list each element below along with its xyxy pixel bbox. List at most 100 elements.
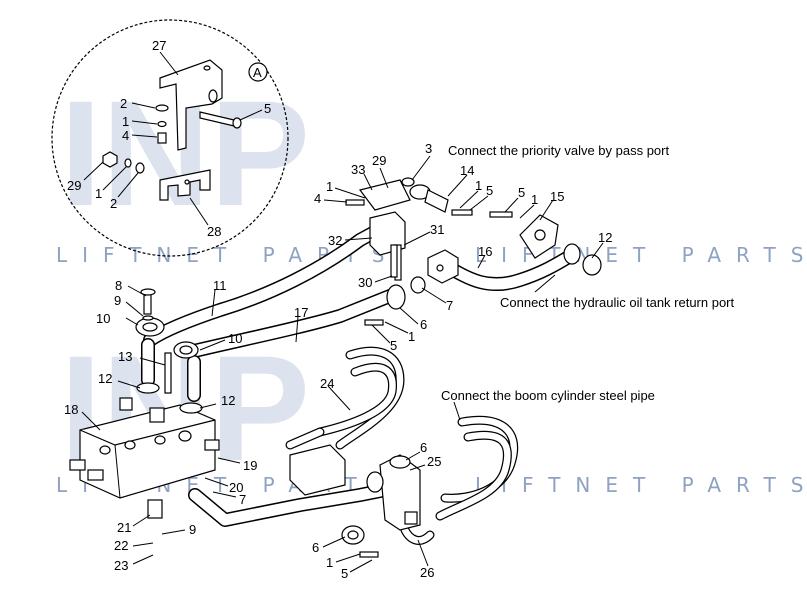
label-18: 18 bbox=[64, 402, 78, 417]
hose-boom bbox=[435, 415, 519, 521]
label-10: 10 bbox=[96, 311, 110, 326]
note-boom-cylinder: Connect the boom cylinder steel pipe bbox=[441, 388, 655, 403]
detail-marker-circle bbox=[248, 62, 268, 82]
label-29: 29 bbox=[372, 153, 386, 168]
leader-5a bbox=[239, 109, 263, 121]
label-3: 3 bbox=[425, 141, 432, 156]
block-16 bbox=[427, 249, 459, 284]
part-number-labels: 27 2 1 4 5 29 1 2 28 3 33 29 1 4 14 1 5 … bbox=[64, 38, 612, 581]
fitting-14 bbox=[401, 177, 449, 213]
label-4: 4 bbox=[122, 128, 129, 143]
bracket-32 bbox=[358, 179, 411, 281]
watermark-line-4: LIFTNET PARTS bbox=[475, 473, 807, 497]
bracket-hole bbox=[203, 65, 211, 71]
label-2: 2 bbox=[120, 96, 127, 111]
leader-1a bbox=[131, 120, 158, 125]
bolt-5-head bbox=[232, 117, 242, 129]
label-30: 30 bbox=[358, 275, 372, 290]
label-12: 12 bbox=[221, 393, 235, 408]
label-12: 12 bbox=[98, 371, 112, 386]
label-6: 6 bbox=[312, 540, 319, 555]
label-5: 5 bbox=[486, 183, 493, 198]
bracket-27 bbox=[159, 59, 223, 151]
washer-9a bbox=[142, 315, 154, 321]
washer-2-detail bbox=[135, 162, 145, 174]
hose-24 bbox=[315, 346, 405, 450]
bolt-8-head bbox=[140, 288, 156, 296]
leader-2a bbox=[131, 102, 156, 109]
washer-2 bbox=[155, 104, 169, 112]
flange-15 bbox=[519, 214, 602, 276]
detail-marker-label: A bbox=[253, 65, 262, 80]
label-32: 32 bbox=[328, 233, 342, 248]
hose-26 bbox=[400, 525, 435, 545]
label-28: 28 bbox=[207, 224, 221, 239]
label-16: 16 bbox=[478, 244, 492, 259]
watermark-line-2: LIFTNET PARTS bbox=[475, 243, 807, 267]
nut-29 bbox=[102, 151, 118, 168]
flange-6c bbox=[341, 525, 379, 558]
label-1: 1 bbox=[531, 192, 538, 207]
label-12: 12 bbox=[598, 230, 612, 245]
hose-link bbox=[285, 427, 325, 450]
leader-1b bbox=[102, 166, 127, 191]
leader-4a bbox=[131, 134, 158, 138]
fittings-bolts bbox=[345, 199, 513, 326]
label-1: 1 bbox=[326, 555, 333, 570]
pipe-17 bbox=[183, 287, 402, 359]
bracket-boss bbox=[208, 89, 218, 103]
control-valve-18 bbox=[69, 397, 220, 519]
label-26: 26 bbox=[420, 565, 434, 580]
label-1: 1 bbox=[326, 179, 333, 194]
label-5: 5 bbox=[341, 566, 348, 581]
label-14: 14 bbox=[460, 163, 474, 178]
leader-28 bbox=[189, 197, 209, 226]
label-11: 11 bbox=[213, 278, 227, 293]
clamp-28 bbox=[159, 169, 211, 201]
clamp-hole bbox=[184, 179, 190, 185]
label-17: 17 bbox=[294, 305, 308, 320]
o-ring-12c bbox=[179, 402, 203, 414]
note-priority-valve: Connect the priority valve by pass port bbox=[448, 143, 669, 158]
pipe-16 bbox=[443, 248, 579, 291]
label-29: 29 bbox=[67, 178, 81, 193]
label-1: 1 bbox=[475, 178, 482, 193]
leader-lines bbox=[81, 155, 604, 573]
label-6: 6 bbox=[420, 317, 427, 332]
washer-1-detail bbox=[124, 158, 132, 168]
o-ring-12b bbox=[136, 382, 160, 394]
label-24: 24 bbox=[320, 376, 334, 391]
pipe-11 bbox=[143, 221, 389, 347]
leader-2b bbox=[117, 172, 139, 198]
label-9: 9 bbox=[114, 293, 121, 308]
label-15: 15 bbox=[550, 189, 564, 204]
label-8: 8 bbox=[115, 278, 122, 293]
label-25: 25 bbox=[427, 454, 441, 469]
label-5: 5 bbox=[390, 338, 397, 353]
bolt-13 bbox=[164, 352, 172, 394]
flange-6a bbox=[386, 276, 426, 310]
label-23: 23 bbox=[114, 558, 128, 573]
detail-view-a: A bbox=[51, 19, 289, 257]
bracket-25 bbox=[366, 454, 421, 531]
label-20: 20 bbox=[229, 480, 243, 495]
flange-10b bbox=[173, 341, 199, 359]
label-33: 33 bbox=[351, 162, 365, 177]
washer-1 bbox=[157, 120, 167, 128]
label-5: 5 bbox=[518, 185, 525, 200]
label-7: 7 bbox=[446, 298, 453, 313]
label-1: 1 bbox=[408, 329, 415, 344]
label-31: 31 bbox=[430, 222, 444, 237]
pipe-elbow-13 bbox=[141, 338, 201, 402]
label-7: 7 bbox=[239, 492, 246, 507]
label-10: 10 bbox=[228, 331, 242, 346]
label-9: 9 bbox=[189, 522, 196, 537]
leader-29a bbox=[83, 161, 104, 181]
bracket-mid bbox=[289, 444, 346, 496]
label-22: 22 bbox=[114, 538, 128, 553]
bolt-4 bbox=[157, 132, 167, 144]
label-2: 2 bbox=[110, 196, 117, 211]
label-21: 21 bbox=[117, 520, 131, 535]
note-tank-return: Connect the hydraulic oil tank return po… bbox=[500, 295, 735, 310]
